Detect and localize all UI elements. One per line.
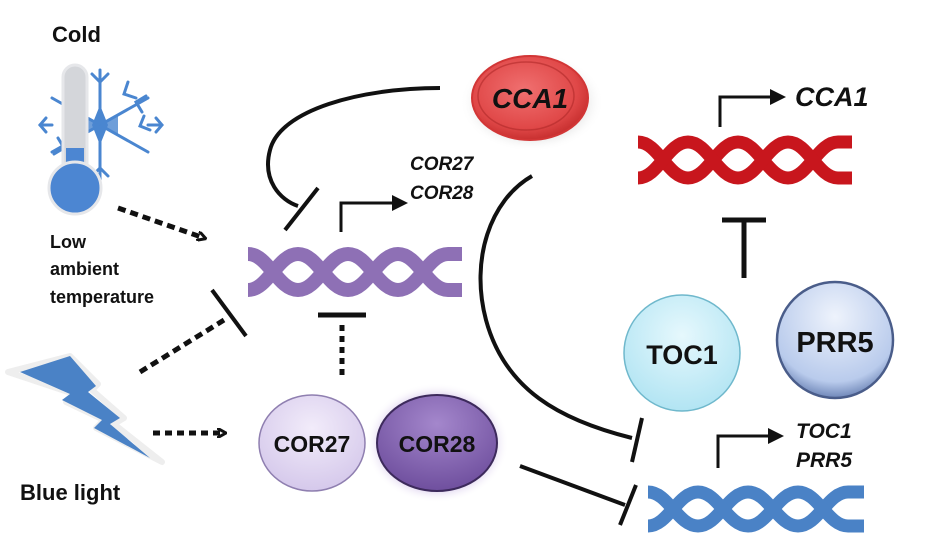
cca1-protein-label: CCA1 <box>492 83 568 114</box>
prr5-protein <box>775 280 895 400</box>
cold-caption-line-2: ambient <box>50 259 119 279</box>
toc1-protein-label: TOC1 <box>646 340 718 370</box>
cca1-gene-promoter-arrow <box>718 89 786 127</box>
toc1-prr5-inhibit-cca1-gene-arrow <box>722 217 766 278</box>
cor28-protein-label: COR28 <box>399 431 476 457</box>
cca1-protein <box>471 55 589 141</box>
cor-gene-dna <box>246 246 462 298</box>
cold-activation-arrow <box>117 205 204 238</box>
lightning-bolt-icon <box>5 353 165 465</box>
cor27-protein-label: COR27 <box>274 431 351 457</box>
cor-gene-label-1: COR27 <box>410 154 475 175</box>
cor28-inhibits-toc1-prr5-gene-arrow <box>519 464 638 526</box>
cca1-inhibits-cor-gene-arrow <box>266 86 441 232</box>
cold-caption-line-3: temperature <box>50 287 154 307</box>
blue-light-inhibits-gene-arrow <box>138 288 248 375</box>
prr5-protein-label: PRR5 <box>796 327 873 359</box>
toc1-prr5-gene-promoter-arrow <box>716 428 784 468</box>
cor-proteins-inhibit-cor-gene-arrow <box>318 312 366 375</box>
cor-gene-promoter-arrow <box>339 195 408 232</box>
cor28-protein <box>376 394 498 492</box>
cor-gene-label-2: COR28 <box>410 183 474 204</box>
cca1-inhibits-toc1-prr5-gene-arrow <box>478 174 644 463</box>
cca1-gene-dna <box>636 135 852 185</box>
thermometer-snowflake-icon <box>38 63 164 216</box>
blue-light-caption: Blue light <box>20 480 121 505</box>
cold-heading: Cold <box>52 22 101 47</box>
toc1-prr5-gene-dna <box>646 485 864 533</box>
toc1-prr5-gene-label-1: TOC1 <box>796 420 852 443</box>
cold-caption-line-1: Low <box>50 232 87 252</box>
toc1-protein <box>623 294 741 412</box>
cca1-gene-label: CCA1 <box>795 82 869 112</box>
toc1-prr5-gene-label-2: PRR5 <box>796 449 852 472</box>
